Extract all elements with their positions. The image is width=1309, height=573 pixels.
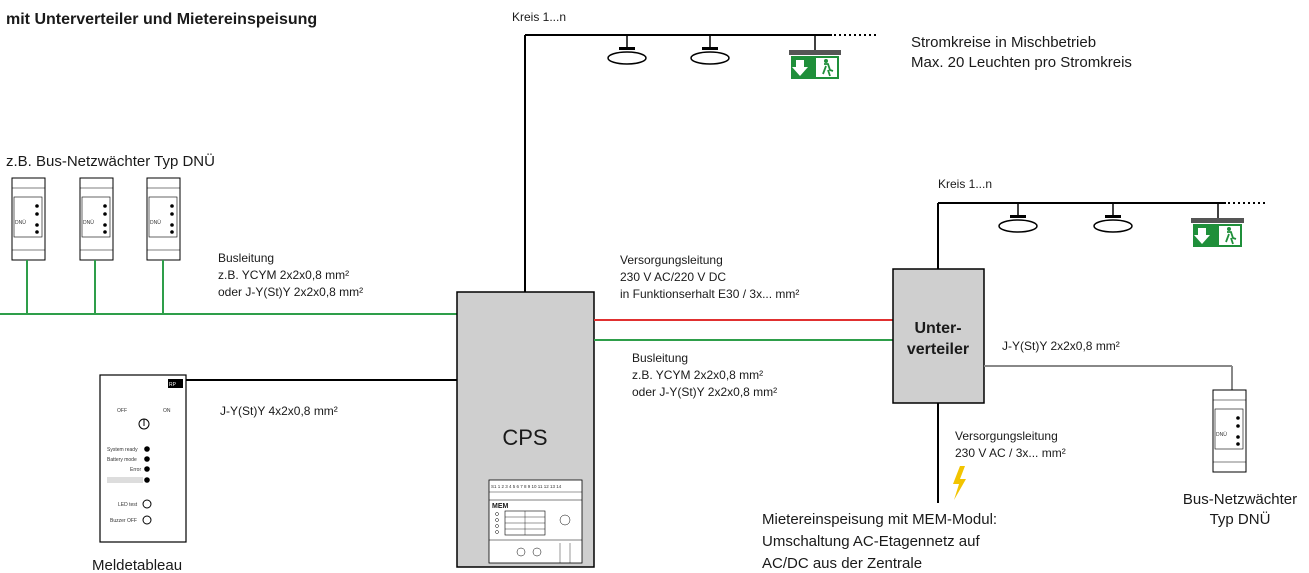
uv-supply-text-1: Versorgungsleitung bbox=[955, 429, 1058, 443]
dnu-device-icon: DNÜ bbox=[11, 177, 46, 261]
top-circuit-desc-2: Max. 20 Leuchten pro Stromkreis bbox=[911, 54, 1132, 71]
led-icon bbox=[144, 466, 150, 472]
led-icon bbox=[144, 477, 150, 483]
unterverteiler-label-1: Unter- bbox=[914, 320, 961, 337]
dnu-label: DNÜ bbox=[83, 219, 94, 226]
panel-cable-label: J-Y(St)Y 4x2x0,8 mm² bbox=[220, 404, 338, 418]
svg-text:S1 1 2 3 4 5 6 7 8 9 10 11 12: S1 1 2 3 4 5 6 7 8 9 10 11 12 13 14 bbox=[491, 484, 562, 489]
exit-sign-icon bbox=[1191, 203, 1244, 247]
mieter-text-1: Mietereinspeisung mit MEM-Modul: bbox=[762, 511, 997, 528]
dnu-label: DNÜ bbox=[1216, 431, 1227, 438]
panel-off-label: OFF bbox=[117, 408, 127, 414]
left-bus-text-3: oder J-Y(St)Y 2x2x0,8 mm² bbox=[218, 285, 363, 299]
ceiling-luminaire bbox=[690, 35, 730, 65]
dnu-right-caption-1: Bus-Netzwächter bbox=[1183, 491, 1297, 508]
dnu-device-icon: DNÜ bbox=[1212, 389, 1247, 473]
uv-supply-text-2: 230 V AC / 3x... mm² bbox=[955, 446, 1066, 460]
dnu-device-icon: DNÜ bbox=[79, 177, 114, 261]
panel-led-test: LED test bbox=[118, 502, 138, 508]
unterverteiler-label-2: verteiler bbox=[907, 341, 969, 358]
top-kreis-label: Kreis 1...n bbox=[512, 10, 566, 24]
mid-bus-text-2: z.B. YCYM 2x2x0,8 mm² bbox=[632, 368, 763, 382]
dnu-right-caption-2: Typ DNÜ bbox=[1210, 510, 1271, 528]
panel-on-label: ON bbox=[163, 408, 171, 414]
uv-cable-label: J-Y(St)Y 2x2x0,8 mm² bbox=[1002, 339, 1120, 353]
panel-system-ready: System ready bbox=[107, 447, 138, 453]
panel-error: Error bbox=[130, 467, 141, 473]
supply-text-2: 230 V AC/220 V DC bbox=[620, 270, 726, 284]
mieter-text-3: AC/DC aus der Zentrale bbox=[762, 555, 922, 572]
ceiling-luminaire bbox=[1093, 203, 1133, 233]
supply-text-3: in Funktionserhalt E30 / 3x... mm² bbox=[620, 287, 799, 301]
supply-text-1: Versorgungsleitung bbox=[620, 253, 723, 267]
led-test-button[interactable] bbox=[142, 499, 152, 509]
diagram-title: mit Unterverteiler und Mietereinspeisung bbox=[6, 11, 317, 28]
bus-monitors-caption: z.B. Bus-Netzwächter Typ DNÜ bbox=[6, 152, 215, 170]
panel-buzzer-off: Buzzer OFF bbox=[110, 518, 137, 524]
led-icon bbox=[144, 446, 150, 452]
mem-module: S1 1 2 3 4 5 6 7 8 9 10 11 12 13 14 MEM bbox=[488, 479, 583, 564]
sub-kreis-label: Kreis 1...n bbox=[938, 177, 992, 191]
panel-logo: RP bbox=[169, 382, 177, 388]
mieter-text-2: Umschaltung AC-Etagennetz auf bbox=[762, 533, 980, 550]
top-circuit-desc-1: Stromkreise in Mischbetrieb bbox=[911, 34, 1096, 51]
mid-bus-text-3: oder J-Y(St)Y 2x2x0,8 mm² bbox=[632, 385, 777, 399]
panel-blank-strip bbox=[107, 477, 143, 483]
dnu-label: DNÜ bbox=[15, 219, 26, 226]
dnu-device-icon: DNÜ bbox=[146, 177, 181, 261]
cps-label: CPS bbox=[502, 425, 547, 450]
meldetableau-panel: RP OFF ON System ready Battery mode Erro… bbox=[99, 374, 187, 543]
ceiling-luminaire bbox=[607, 35, 647, 65]
buzzer-off-button[interactable] bbox=[142, 515, 152, 525]
mid-bus-text-1: Busleitung bbox=[632, 351, 688, 365]
unterverteiler-box bbox=[892, 268, 985, 404]
left-bus-text-1: Busleitung bbox=[218, 251, 274, 265]
lightning-icon bbox=[953, 466, 966, 500]
meldetableau-caption: Meldetableau bbox=[92, 557, 182, 573]
exit-sign-icon bbox=[789, 35, 841, 79]
left-bus-text-2: z.B. YCYM 2x2x0,8 mm² bbox=[218, 268, 349, 282]
panel-battery-mode: Battery mode bbox=[107, 457, 137, 463]
ceiling-luminaire bbox=[998, 203, 1038, 233]
led-icon bbox=[144, 456, 150, 462]
mem-label: MEM bbox=[492, 503, 509, 510]
dnu-label: DNÜ bbox=[150, 219, 161, 226]
